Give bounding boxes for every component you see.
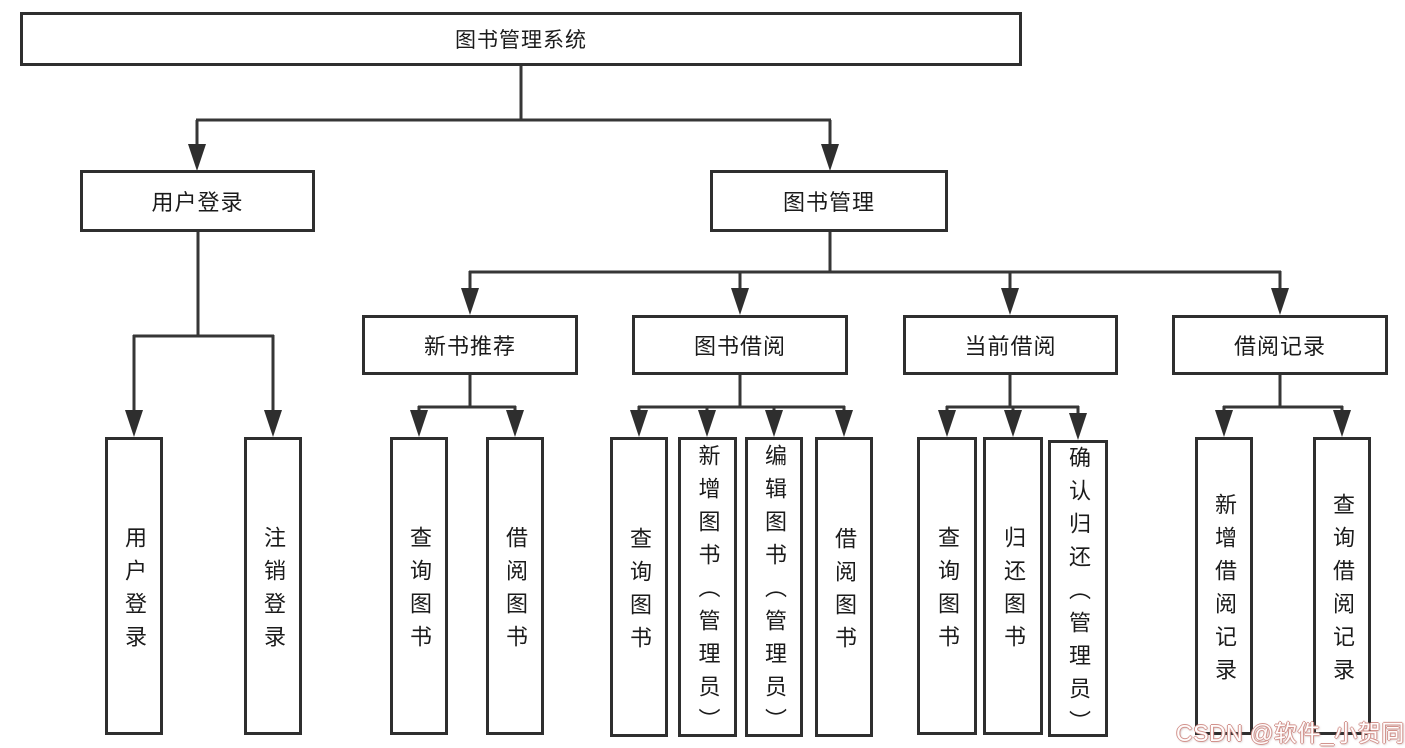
- leaf-add-borrow-record: 新增借阅记录: [1195, 437, 1253, 735]
- node-user-login: 用户登录: [80, 170, 315, 232]
- node-current-borrowing-label: 当前借阅: [964, 334, 1057, 359]
- arrow-down-icons: [125, 144, 1351, 440]
- node-book-borrowing: 图书借阅: [632, 315, 848, 375]
- csdn-watermark: CSDN @软件_小贺同学: [1176, 720, 1405, 746]
- node-current-borrowing: 当前借阅: [903, 315, 1118, 375]
- leaf-query-borrow-record: 查询借阅记录: [1313, 437, 1371, 735]
- leaf-query-borrow-record-label: 查询借阅记录: [1330, 492, 1355, 691]
- node-borrow-records-label: 借阅记录: [1233, 334, 1326, 359]
- leaf-query-books-2: 查询图书: [610, 437, 668, 737]
- leaf-return-books-label: 归还图书: [1001, 525, 1026, 658]
- leaf-query-books-1-label: 查询图书: [407, 525, 432, 658]
- node-borrow-records: 借阅记录: [1172, 315, 1388, 375]
- node-root-system: 图书管理系统: [20, 12, 1022, 66]
- node-book-management: 图书管理: [710, 170, 948, 232]
- leaf-return-books: 归还图书: [983, 437, 1043, 735]
- leaf-query-books-1: 查询图书: [390, 437, 448, 735]
- leaf-edit-books-admin-label: 编辑图书（管理员）: [762, 444, 787, 741]
- leaf-add-books-admin: 新增图书（管理员）: [678, 437, 737, 741]
- leaf-user-login: 用户登录: [105, 437, 163, 735]
- leaf-user-login-label: 用户登录: [122, 525, 147, 658]
- leaf-add-books-admin-label: 新增图书（管理员）: [695, 444, 721, 741]
- node-book-management-label: 图书管理: [782, 190, 875, 215]
- leaf-borrow-books-1: 借阅图书: [486, 437, 544, 735]
- node-root-label: 图书管理系统: [455, 29, 587, 52]
- leaf-logout: 注销登录: [244, 437, 302, 735]
- leaf-confirm-return-admin-label: 确认归还（管理员）: [1066, 445, 1091, 743]
- leaf-query-books-2-label: 查询图书: [627, 526, 652, 659]
- leaf-borrow-books-2-label: 借阅图书: [832, 526, 857, 659]
- leaf-edit-books-admin: 编辑图书（管理员）: [745, 437, 803, 741]
- leaf-borrow-books-1-label: 借阅图书: [503, 525, 528, 658]
- leaf-borrow-books-2: 借阅图书: [815, 437, 873, 737]
- leaf-logout-label: 注销登录: [261, 525, 286, 658]
- leaf-confirm-return-admin: 确认归还（管理员）: [1048, 440, 1108, 743]
- leaf-query-books-3: 查询图书: [917, 437, 977, 735]
- leaf-add-borrow-record-label: 新增借阅记录: [1212, 492, 1237, 691]
- node-new-book-recommend: 新书推荐: [362, 315, 578, 375]
- node-new-book-recommend-label: 新书推荐: [423, 334, 516, 359]
- node-user-login-label: 用户登录: [151, 190, 244, 215]
- node-book-borrowing-label: 图书借阅: [693, 334, 786, 359]
- leaf-query-books-3-label: 查询图书: [935, 525, 960, 658]
